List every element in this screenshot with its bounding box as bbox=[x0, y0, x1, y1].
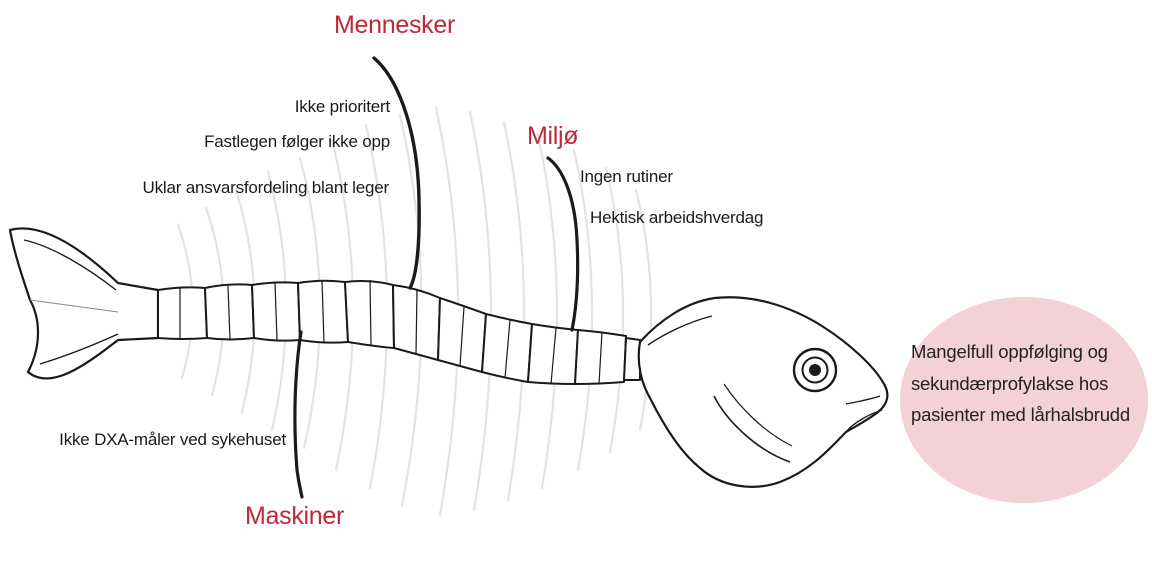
problem-line-2: sekundærprofylakse hos bbox=[911, 375, 1108, 394]
cause-environment-1: Ingen rutiner bbox=[580, 168, 673, 185]
bone-machines bbox=[295, 332, 302, 497]
problem-bubble bbox=[900, 297, 1148, 503]
cause-people-2: Fastlegen følger ikke opp bbox=[204, 133, 390, 150]
problem-line-3: pasienter med lårhalsbrudd bbox=[911, 406, 1130, 425]
cause-people-1: Ikke prioritert bbox=[295, 98, 390, 115]
cause-environment-2: Hektisk arbeidshverdag bbox=[590, 209, 763, 226]
fish-eye bbox=[794, 349, 836, 391]
category-label-people: Mennesker bbox=[334, 13, 455, 38]
category-label-machines: Maskiner bbox=[245, 504, 344, 529]
fish-tail bbox=[10, 228, 158, 378]
fish-head bbox=[639, 297, 888, 487]
bone-people bbox=[374, 58, 419, 288]
cause-people-3: Uklar ansvarsfordeling blant leger bbox=[143, 179, 389, 196]
cause-machines-1: Ikke DXA-måler ved sykehuset bbox=[59, 431, 286, 448]
category-label-environment: Miljø bbox=[527, 124, 578, 149]
bone-environment bbox=[548, 158, 578, 330]
fish-spine bbox=[158, 280, 640, 384]
problem-line-1: Mangelfull oppfølging og bbox=[911, 343, 1108, 362]
